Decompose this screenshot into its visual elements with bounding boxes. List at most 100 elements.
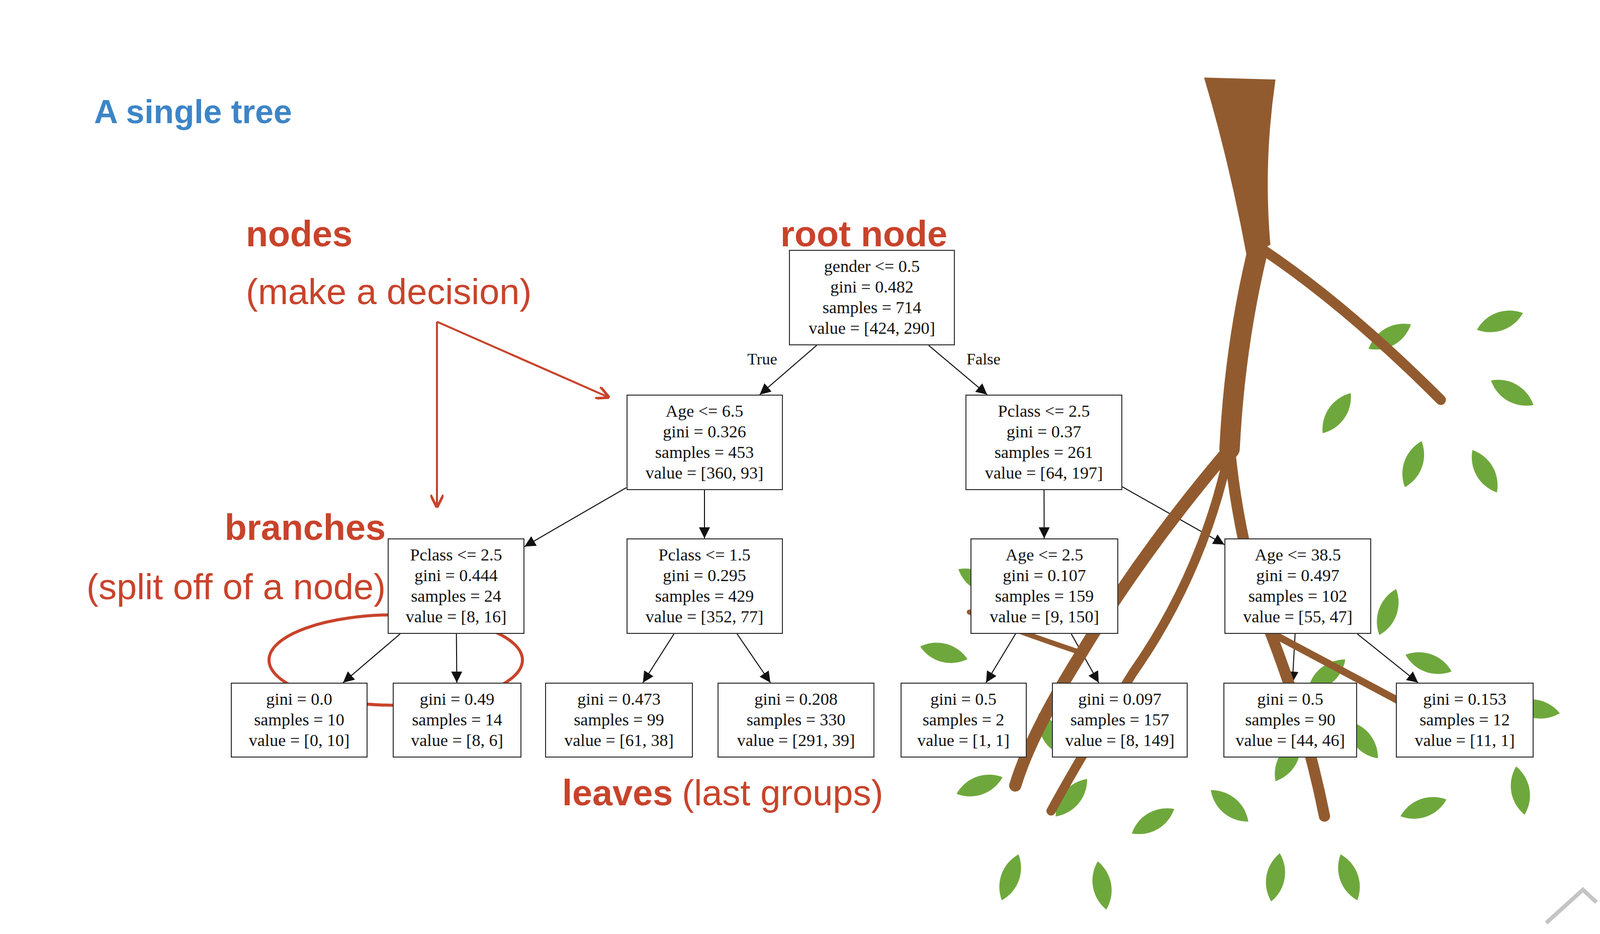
node-text: gini = 0.208: [725, 688, 867, 710]
node-text: gini = 0.295: [634, 565, 775, 586]
leaf-shape: [1402, 646, 1455, 681]
node-text: gini = 0.473: [553, 688, 685, 710]
callout-arrow: [435, 321, 438, 508]
branch-shape: [1229, 252, 1258, 450]
split-node: Age <= 2.5gini = 0.107samples = 159value…: [970, 538, 1119, 635]
leaf-node: gini = 0.5samples = 90value = [44, 46]: [1223, 682, 1358, 758]
leaf-shape: [1506, 765, 1534, 817]
branch-arrow: [1292, 634, 1295, 683]
node-text: gini = 0.5: [1231, 688, 1350, 710]
node-text: Age <= 38.5: [1232, 544, 1364, 566]
leaf-shape: [917, 638, 970, 669]
annotation-label: (make a decision): [245, 271, 532, 313]
leaf-shape: [1464, 445, 1505, 498]
branch-arrow: [643, 634, 675, 683]
leaf-node: gini = 0.473samples = 99value = [61, 38]: [545, 682, 693, 758]
leaf-shape: [1088, 859, 1116, 912]
split-node: Pclass <= 2.5gini = 0.444samples = 24val…: [387, 538, 525, 635]
node-text: samples = 2: [908, 709, 1019, 731]
node-text: value = [424, 290]: [796, 317, 947, 339]
branch-arrow: [342, 634, 401, 683]
leaf-node: gini = 0.153samples = 12value = [11, 1]: [1395, 682, 1534, 758]
annotation-label: leaves: [562, 772, 673, 815]
annotation-label: branches: [224, 506, 386, 549]
node-text: samples = 99: [553, 709, 685, 731]
leaf-node: gini = 0.0samples = 10value = [0, 10]: [230, 682, 368, 758]
node-text: gini = 0.097: [1059, 688, 1180, 710]
node-text: gini = 0.326: [634, 421, 775, 442]
node-text: value = [360, 93]: [634, 462, 775, 484]
node-text: value = [61, 38]: [553, 730, 685, 751]
node-text: samples = 14: [400, 709, 514, 731]
node-text: gini = 0.497: [1232, 565, 1364, 586]
leaf-shape: [1397, 790, 1450, 826]
annotation-label: (split off of a node): [86, 566, 386, 608]
node-text: gini = 0.482: [796, 276, 947, 298]
leaf-shape: [1314, 387, 1359, 439]
node-text: Pclass <= 2.5: [395, 544, 517, 566]
annotation-label: nodes: [245, 213, 353, 255]
branch-shape: [1263, 249, 1441, 400]
branch-arrow: [703, 490, 705, 539]
leaf-shape: [1486, 372, 1539, 413]
node-text: value = [8, 6]: [400, 730, 514, 751]
branch-arrow: [737, 634, 771, 683]
slide-title: A single tree: [94, 93, 293, 132]
leaf-node: gini = 0.49samples = 14value = [8, 6]: [392, 682, 522, 758]
split-node: Pclass <= 1.5gini = 0.295samples = 429va…: [626, 538, 783, 635]
leaf-shape: [1331, 851, 1367, 904]
leaf-shape: [1048, 773, 1095, 823]
branch-arrow: [1043, 490, 1045, 539]
node-text: value = [291, 39]: [725, 730, 867, 751]
callout-arrow: [436, 321, 610, 398]
node-text: gini = 0.37: [973, 421, 1115, 442]
node-text: samples = 102: [1232, 585, 1364, 607]
node-text: samples = 90: [1231, 709, 1350, 731]
node-text: gini = 0.444: [395, 565, 517, 586]
node-text: samples = 429: [634, 585, 775, 607]
node-text: samples = 453: [634, 441, 775, 463]
node-text: gini = 0.107: [978, 565, 1111, 586]
split-node: Age <= 38.5gini = 0.497samples = 102valu…: [1224, 538, 1372, 635]
branch-arrow: [456, 634, 458, 683]
annotation-label: (last groups): [681, 772, 883, 815]
leaf-shape: [993, 851, 1028, 904]
leaf-node: gini = 0.208samples = 330value = [291, 3…: [717, 682, 875, 758]
split-node: Pclass <= 2.5gini = 0.37samples = 261val…: [965, 394, 1123, 491]
leaf-node: gini = 0.5samples = 2value = [1, 1]: [900, 682, 1027, 758]
node-text: gender <= 0.5: [796, 255, 947, 277]
leaf-shape: [1127, 801, 1180, 842]
node-text: value = [0, 10]: [238, 730, 360, 751]
node-text: value = [8, 149]: [1059, 730, 1180, 751]
leaf-shape: [1204, 783, 1255, 830]
node-text: samples = 261: [973, 441, 1115, 463]
trunk-shape: [1204, 77, 1276, 257]
branch-arrow: [986, 634, 1016, 683]
node-text: Age <= 2.5: [978, 544, 1111, 566]
node-text: samples = 330: [725, 709, 867, 731]
node-text: samples = 159: [978, 585, 1111, 607]
node-text: Pclass <= 1.5: [634, 544, 775, 566]
node-text: samples = 714: [796, 297, 947, 318]
leaf-shape: [1473, 304, 1527, 339]
edge-label: True: [745, 349, 779, 369]
branch-arrow: [524, 487, 627, 547]
node-text: value = [55, 47]: [1232, 606, 1364, 628]
node-text: samples = 24: [395, 585, 517, 607]
leaf-shape: [1364, 316, 1416, 358]
leaf-shape: [953, 768, 1006, 804]
leaf-shape: [1396, 437, 1431, 491]
node-text: samples = 12: [1403, 709, 1526, 731]
node-text: value = [9, 150]: [978, 606, 1111, 628]
leaf-shape: [1370, 586, 1405, 639]
node-text: gini = 0.153: [1403, 688, 1526, 710]
node-text: value = [11, 1]: [1403, 730, 1526, 751]
branch-arrow: [1357, 634, 1418, 683]
node-text: value = [8, 16]: [395, 606, 517, 628]
node-text: value = [44, 46]: [1231, 730, 1350, 751]
node-text: samples = 10: [238, 709, 360, 731]
node-text: value = [64, 197]: [973, 462, 1115, 484]
leaf-shape: [1262, 851, 1289, 904]
split-node: gender <= 0.5gini = 0.482samples = 714va…: [788, 249, 955, 346]
leaf-node: gini = 0.097samples = 157value = [8, 149…: [1051, 682, 1188, 758]
